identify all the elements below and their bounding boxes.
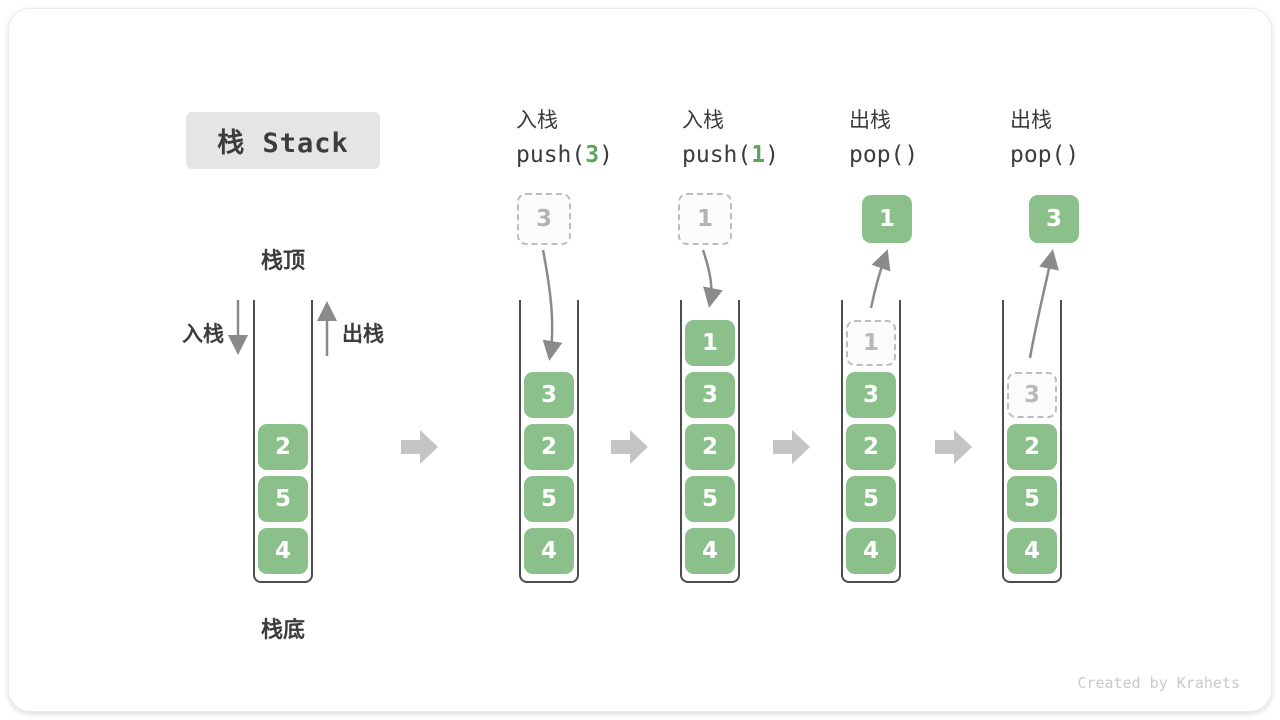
stack-element: 4 [685, 528, 735, 574]
watermark: Created by Krahets [1077, 674, 1240, 692]
operation-code-label: pop() [1010, 142, 1080, 168]
operation-label-push-1: 入栈 push(1) [682, 106, 842, 170]
pop-side-label: 出栈 [342, 322, 384, 346]
operation-cn-label: 出栈 [849, 108, 891, 132]
operation-cn-label: 入栈 [682, 108, 724, 132]
stack-top-label: 栈顶 [260, 249, 305, 274]
stack-element-ghost: 1 [846, 320, 896, 366]
operation-label-push-3: 入栈 push(3) [516, 106, 676, 170]
stack-element: 4 [1007, 528, 1057, 574]
stack-container-after-pop-2: 3 2 5 4 [1002, 300, 1062, 583]
stack-element: 3 [846, 372, 896, 418]
stack-element: 4 [846, 528, 896, 574]
stack-element: 5 [524, 476, 574, 522]
operation-code-label: push(1) [682, 142, 779, 168]
operation-code-label: push(3) [516, 142, 613, 168]
operation-cn-label: 出栈 [1010, 108, 1052, 132]
stack-bottom-label: 栈底 [260, 618, 305, 643]
stack-element-ghost: 3 [1007, 372, 1057, 418]
stack-container-after-push-1: 1 3 2 5 4 [680, 300, 740, 583]
push-side-label: 入栈 [182, 322, 224, 346]
stack-element: 5 [846, 476, 896, 522]
popped-value-box-3: 3 [1029, 195, 1079, 243]
stack-element: 2 [524, 424, 574, 470]
stack-element: 2 [846, 424, 896, 470]
stack-element: 1 [685, 320, 735, 366]
stack-element: 5 [685, 476, 735, 522]
incoming-value-box-1: 1 [678, 193, 732, 245]
operation-cn-label: 入栈 [516, 108, 558, 132]
stack-element: 3 [524, 372, 574, 418]
diagram-title: 栈 Stack [217, 128, 349, 159]
stack-container-after-pop-1: 1 3 2 5 4 [841, 300, 901, 583]
popped-value-box-1: 1 [862, 195, 912, 243]
stack-element: 4 [258, 528, 308, 574]
stack-element: 4 [524, 528, 574, 574]
stack-container-initial: 2 5 4 [253, 300, 313, 583]
stack-element: 2 [685, 424, 735, 470]
stack-element: 2 [1007, 424, 1057, 470]
stack-element: 2 [258, 424, 308, 470]
diagram-title-box: 栈 Stack [186, 112, 380, 169]
stack-container-after-push-3: 3 2 5 4 [519, 300, 579, 583]
stack-element: 5 [1007, 476, 1057, 522]
incoming-value-box-3: 3 [517, 193, 571, 245]
stack-element: 5 [258, 476, 308, 522]
operation-label-pop-2: 出栈 pop() [1010, 106, 1170, 170]
operation-label-pop-1: 出栈 pop() [849, 106, 1009, 170]
stack-element: 3 [685, 372, 735, 418]
operation-code-label: pop() [849, 142, 919, 168]
push-arg-value: 3 [585, 142, 600, 168]
push-arg-value: 1 [751, 142, 766, 168]
